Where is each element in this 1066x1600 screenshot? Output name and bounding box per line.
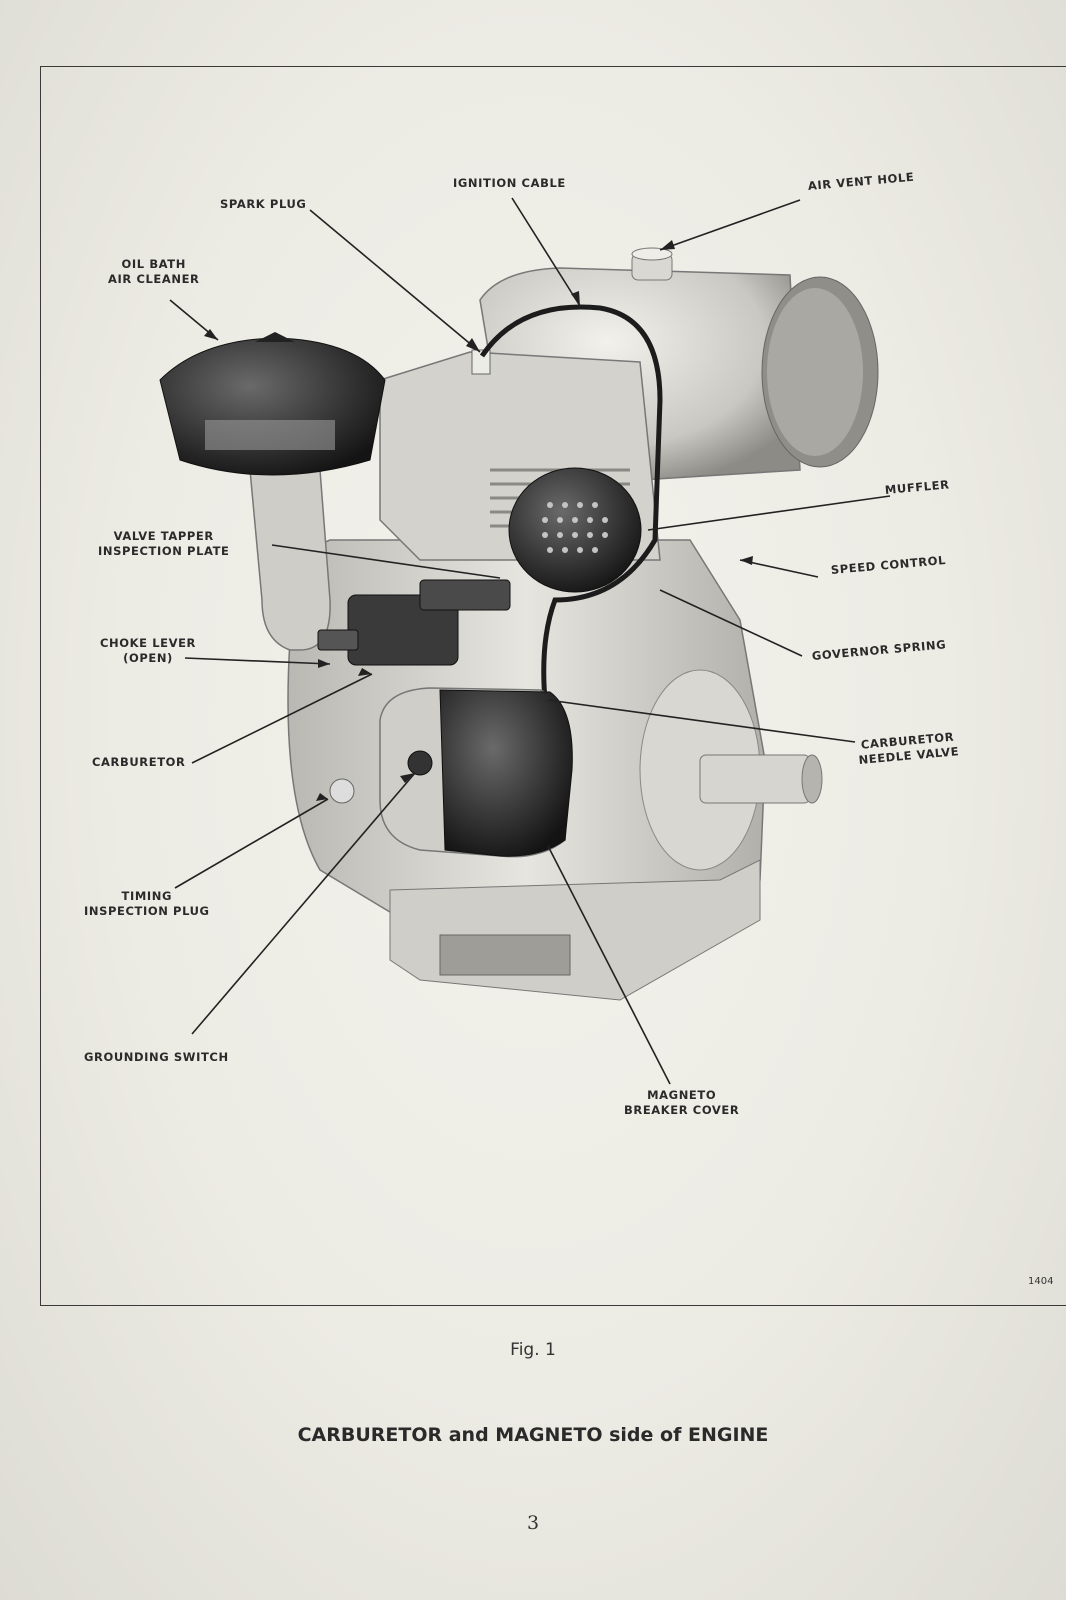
label-carburetor: CARBURETOR (92, 755, 186, 769)
figure-frame (40, 66, 1066, 1306)
label-choke-lever: CHOKE LEVER (OPEN) (100, 636, 197, 665)
magneto-body (329, 687, 573, 858)
label-valve-tapper: VALVE TAPPER INSPECTION PLATE (98, 529, 230, 558)
figure-code: 1404 (1028, 1276, 1054, 1287)
label-grounding-switch: GROUNDING SWITCH (84, 1050, 229, 1064)
ignition-cable-wire (479, 304, 663, 701)
engine-illustration (159, 197, 891, 1085)
muffler-body (508, 467, 642, 593)
page-number: 3 (526, 1512, 540, 1534)
output-shaft (699, 754, 823, 804)
carburetor-body (317, 579, 511, 666)
leader-lines (169, 197, 891, 1085)
label-oil-bath-air-cleaner: OIL BATH AIR CLEANER (108, 257, 200, 286)
label-ignition-cable: IGNITION CABLE (453, 176, 566, 190)
figure-caption: CARBURETOR and MAGNETO side of ENGINE (297, 1424, 769, 1446)
label-timing-inspection-plug: TIMING INSPECTION PLUG (84, 889, 210, 918)
air-cleaner-assembly (159, 332, 386, 651)
figure-number: Fig. 1 (510, 1340, 556, 1360)
label-magneto-breaker-cover: MAGNETO BREAKER COVER (624, 1088, 740, 1117)
label-spark-plug: SPARK PLUG (220, 197, 307, 211)
leader-arrowheads (204, 240, 753, 801)
